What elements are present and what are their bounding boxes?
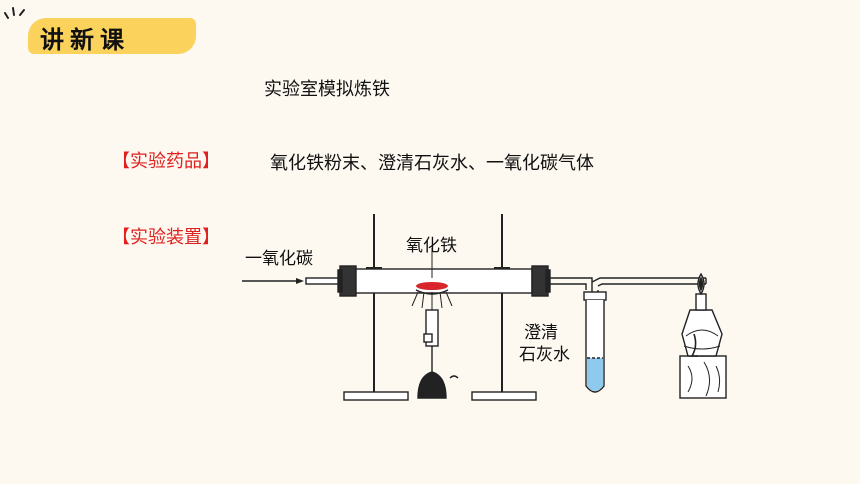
wire-gauze-burner — [411, 289, 459, 399]
section-badge — [28, 18, 196, 54]
reagents-label: 【实验药品】 — [112, 151, 220, 172]
left-iron-stand — [343, 214, 409, 401]
page-title: 实验室模拟炼铁 — [264, 79, 390, 100]
co-inlet-label: 一氧化碳 — [245, 249, 313, 269]
section-badge-label: 讲新课 — [40, 26, 130, 54]
iron-oxide-label: 氧化铁 — [406, 236, 457, 256]
apparatus-label: 【实验装置】 — [112, 227, 220, 248]
limewater-label-line2: 石灰水 — [519, 345, 570, 365]
limewater-label-line1: 澄清 — [524, 323, 558, 343]
alcohol-lamp — [679, 272, 727, 399]
reagents-text: 氧化铁粉末、澄清石灰水、一氧化碳气体 — [270, 153, 594, 174]
apparatus-diagram — [242, 214, 727, 401]
spark-decoration-icon — [4, 7, 25, 19]
right-iron-stand — [471, 214, 537, 401]
